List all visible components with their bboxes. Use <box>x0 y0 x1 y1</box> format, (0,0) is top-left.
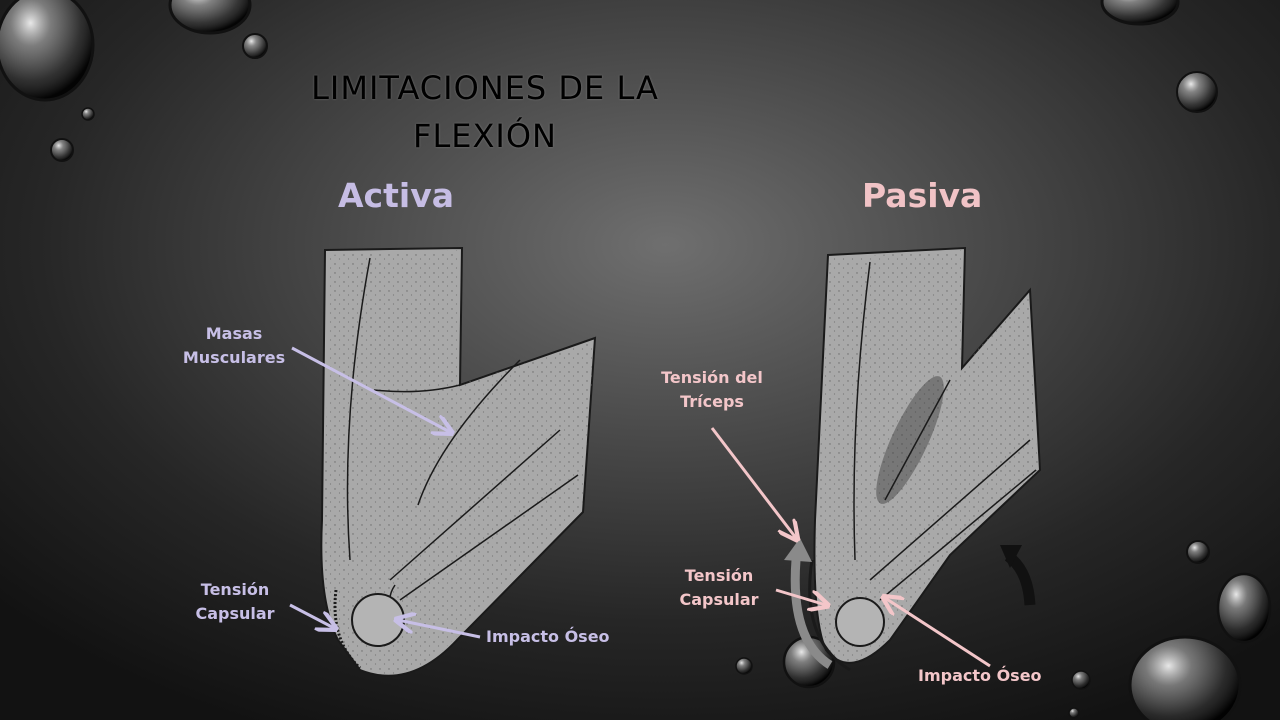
activa-heading: Activa <box>338 176 454 215</box>
pasiva-heading: Pasiva <box>862 176 983 215</box>
label-activa-impacto-oseo: Impacto Óseo <box>486 627 610 646</box>
label-pasiva-tension-capsular: Tensión Capsular <box>679 566 759 609</box>
pasiva-pointer-arrows <box>710 427 991 668</box>
label-tension-triceps: Tensión del Tríceps <box>661 368 763 411</box>
label-pasiva-impacto-oseo: Impacto Óseo <box>918 666 1042 685</box>
pasiva-elbow-illustration <box>808 246 1042 672</box>
slide-title-line1: LIMITACIONES DE LA <box>311 69 659 107</box>
slide-title: LIMITACIONES DE LA FLEXIÓN <box>270 64 700 160</box>
activa-elbow-illustration <box>320 246 597 677</box>
label-masas-musculares: Masas Musculares <box>182 324 286 367</box>
label-activa-tension-capsular: Tensión Capsular <box>195 580 275 623</box>
slide-title-line2: FLEXIÓN <box>413 117 557 155</box>
curved-arrow-icon <box>784 538 833 669</box>
activa-pointer-arrows <box>289 346 481 639</box>
curved-arrow-icon <box>1000 545 1036 606</box>
